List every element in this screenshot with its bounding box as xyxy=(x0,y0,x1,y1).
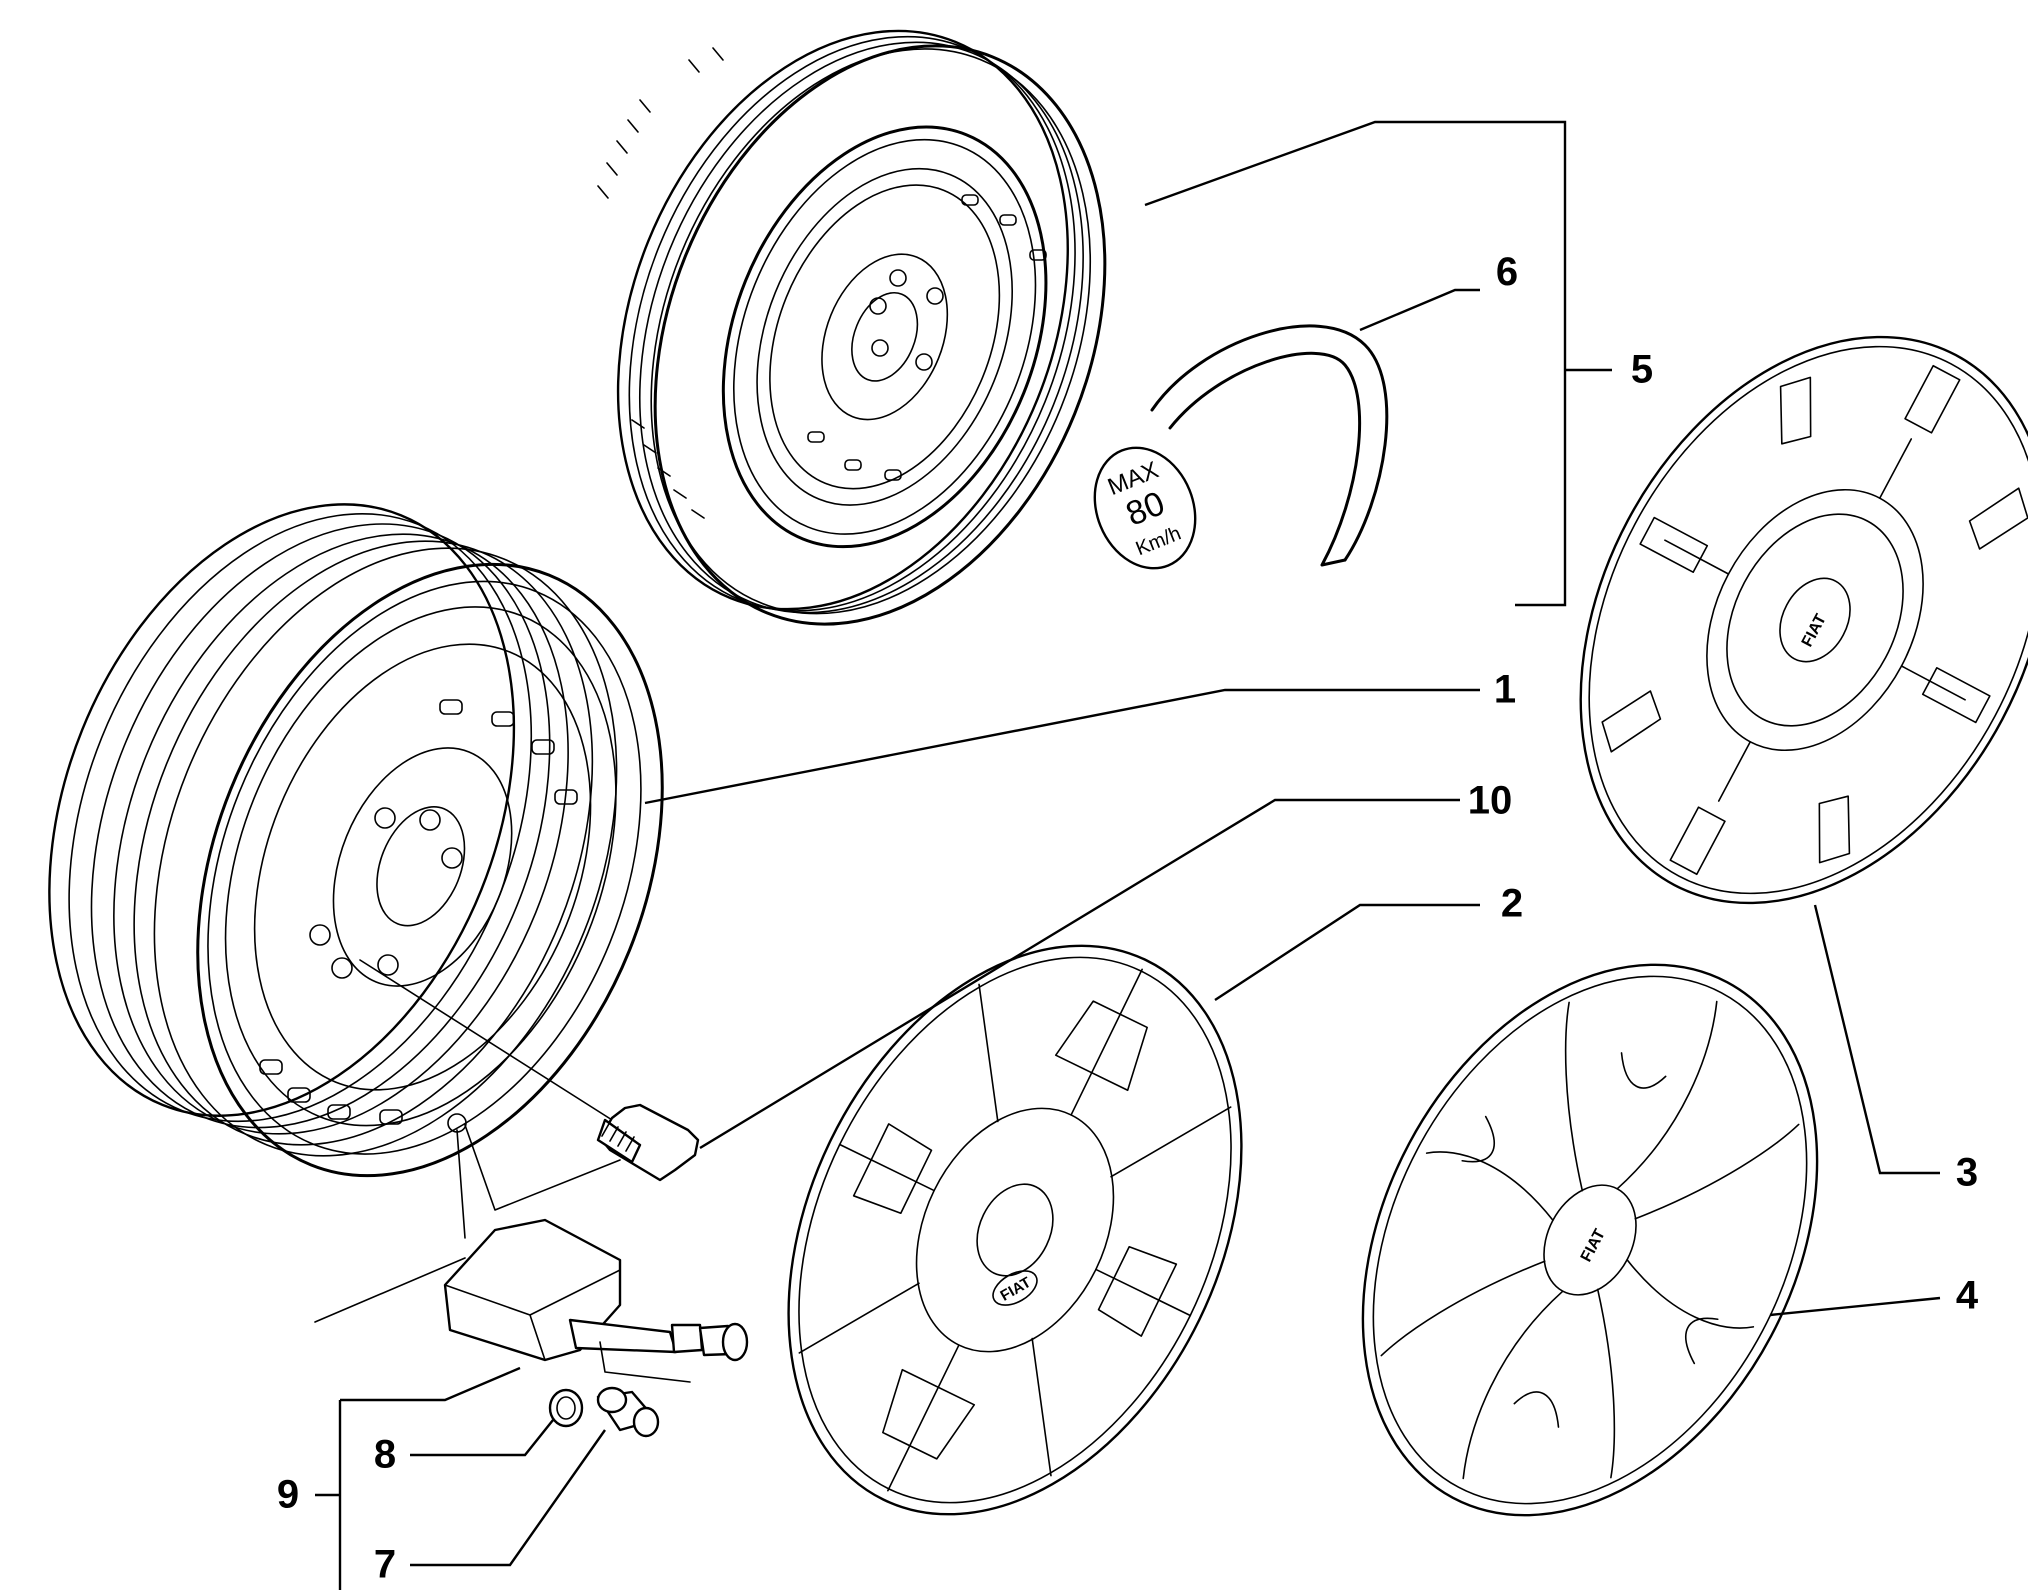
leader-lines xyxy=(315,120,1941,1590)
leader-10 xyxy=(699,798,1460,1150)
max-speed-tag: MAX 80 Km/h xyxy=(1093,324,1389,570)
callout-5: 5 xyxy=(1631,348,1653,392)
leader-1 xyxy=(644,688,1480,805)
valve-nut xyxy=(596,1386,660,1438)
callout-3: 3 xyxy=(1956,1151,1978,1195)
hubcap-4: FIAT xyxy=(1361,963,1819,1517)
wheel-bolt xyxy=(359,959,700,1182)
callout-9: 9 xyxy=(277,1473,299,1517)
valve-guide-lines xyxy=(314,1124,691,1383)
callout-2: 2 xyxy=(1501,882,1523,926)
valve-seal-ring xyxy=(548,1388,584,1428)
leader-5 xyxy=(1144,120,1567,607)
callout-1: 1 xyxy=(1494,668,1516,712)
leader-2 xyxy=(1214,903,1480,1002)
hubcap-2: FIAT xyxy=(787,944,1243,1516)
callout-8: 8 xyxy=(374,1433,396,1477)
leader-7 xyxy=(410,1429,606,1567)
callout-6: 6 xyxy=(1496,250,1518,294)
leader-9 xyxy=(340,1366,521,1402)
leader-4 xyxy=(1769,1296,1941,1317)
leader-6 xyxy=(1359,288,1480,332)
leader-3 xyxy=(1813,904,1940,1175)
callout-10: 10 xyxy=(1468,779,1513,823)
tpms-sensor xyxy=(443,1218,749,1362)
callout-labels: 6 5 1 10 2 3 4 8 9 7 xyxy=(277,250,1979,1587)
callout-4: 4 xyxy=(1956,1274,1979,1318)
hubcap-3: FIAT xyxy=(1579,335,2028,905)
callout-7: 7 xyxy=(374,1543,396,1587)
spare-wheel-tyre xyxy=(597,29,1107,626)
leader-8 xyxy=(410,1419,554,1457)
